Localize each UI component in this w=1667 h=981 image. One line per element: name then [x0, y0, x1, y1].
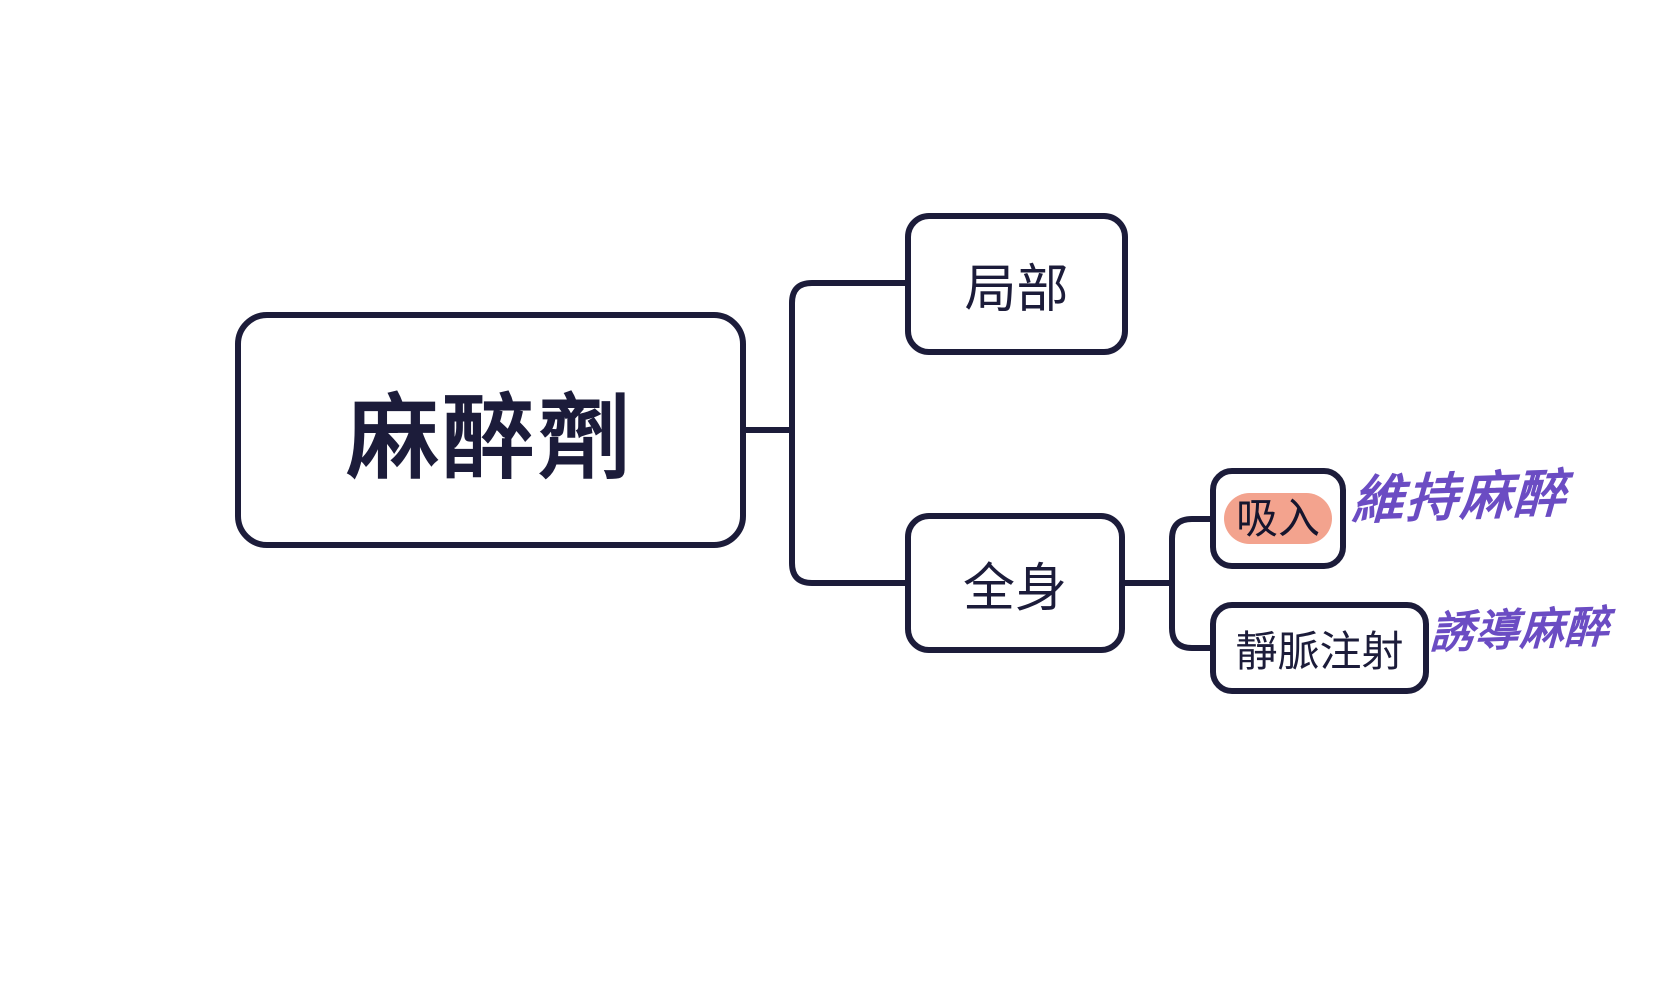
node-local[interactable]: 局部: [905, 213, 1128, 355]
annotation-maintain-anesthesia: 維持麻醉: [1350, 465, 1569, 531]
node-inhalation-label: 吸入: [1235, 494, 1320, 542]
node-inhalation[interactable]: 吸入: [1210, 468, 1346, 569]
node-general[interactable]: 全身: [905, 513, 1125, 653]
highlight-pill: 吸入: [1223, 492, 1332, 545]
annotation-induce-anesthesia: 誘導麻醉: [1429, 602, 1611, 659]
node-iv-injection[interactable]: 靜脈注射: [1210, 602, 1429, 694]
node-local-label: 局部: [964, 260, 1069, 319]
node-root[interactable]: 麻醉劑: [235, 312, 746, 548]
connector-child-bracket: [1169, 516, 1210, 651]
node-iv-injection-label: 靜脈注射: [1235, 627, 1404, 675]
node-root-label: 麻醉劑: [346, 387, 635, 490]
node-general-label: 全身: [962, 559, 1067, 618]
connector-branch-bracket: [789, 280, 905, 586]
